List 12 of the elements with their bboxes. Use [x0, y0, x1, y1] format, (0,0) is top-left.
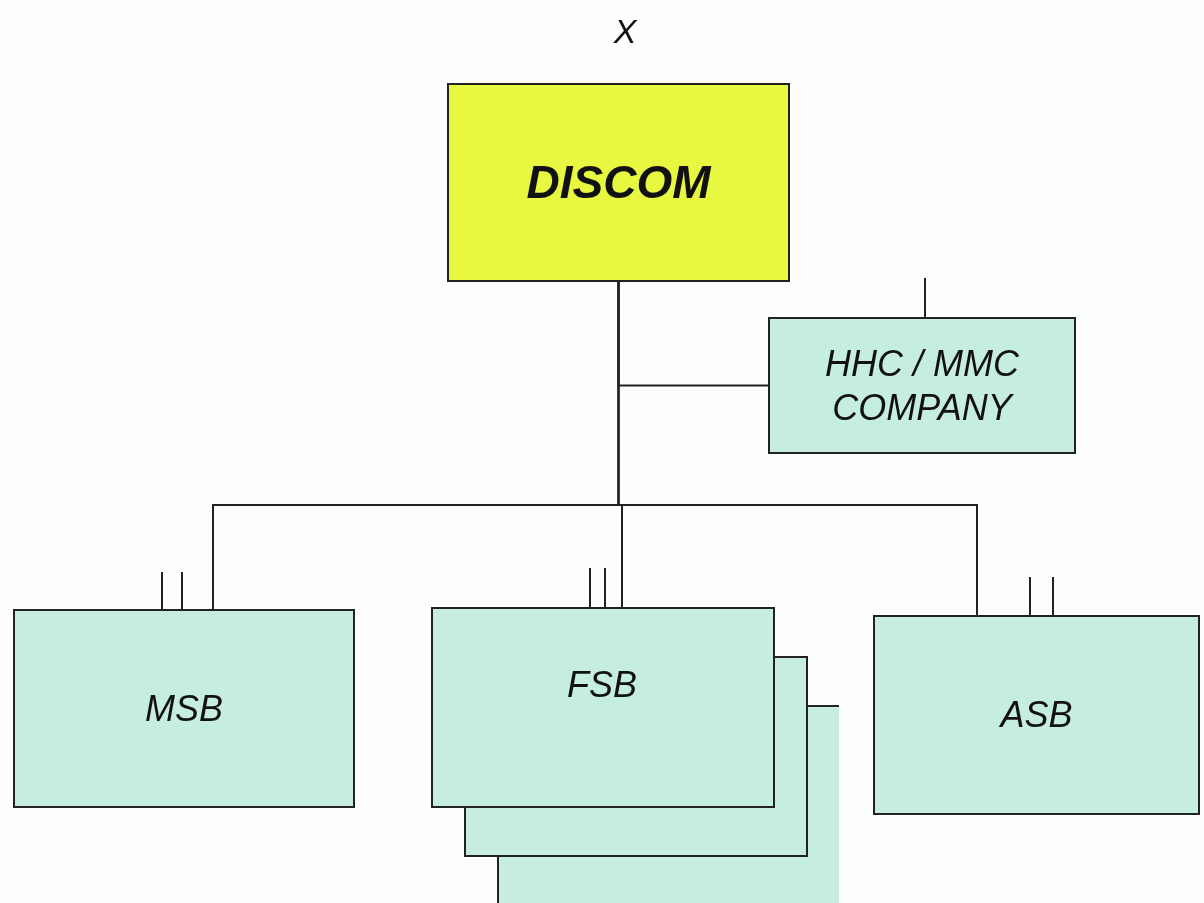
- box-label: DISCOM: [525, 154, 713, 210]
- title: X: [612, 12, 638, 51]
- org-box: [873, 615, 1200, 815]
- box-label: MSB: [144, 686, 224, 731]
- box-label: FSB: [566, 663, 638, 707]
- stacked-cards-drawing: [431, 607, 839, 903]
- box-label: ASB: [998, 693, 1074, 737]
- org-box: [447, 83, 790, 282]
- connector-line: [617, 281, 978, 616]
- org-box: [13, 609, 355, 808]
- box-label: HHC / MMC COMPANY: [824, 342, 1020, 429]
- org-box: [768, 317, 1076, 454]
